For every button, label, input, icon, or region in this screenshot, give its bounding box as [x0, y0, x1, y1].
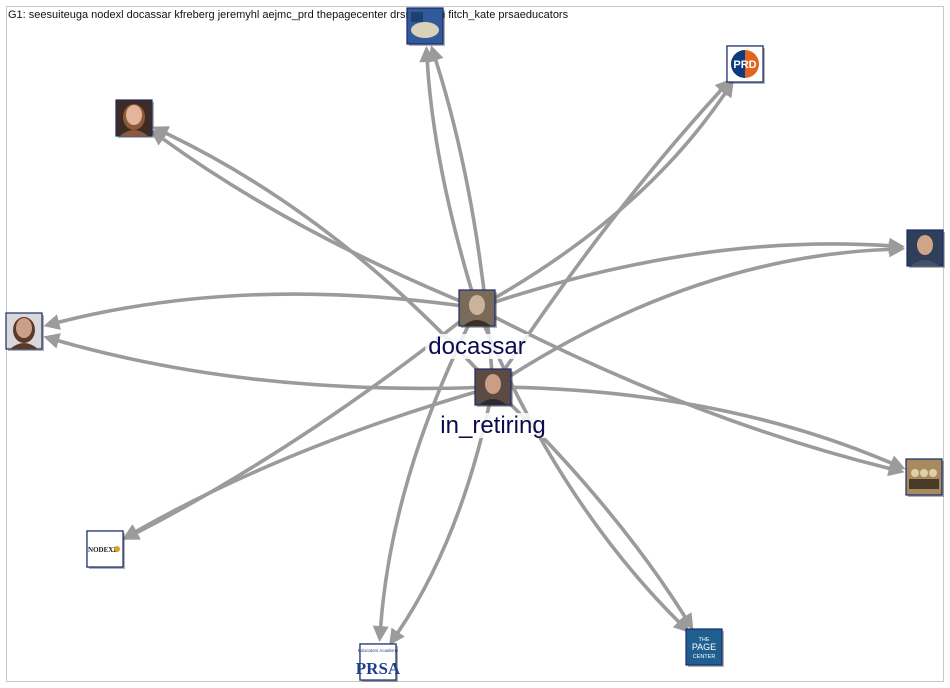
node-nodexl[interactable]: NODEXL: [86, 530, 125, 569]
edge-line: [134, 385, 495, 534]
node-label-background: [425, 334, 529, 359]
node-label-background: [437, 413, 549, 438]
arrowhead-icon: [43, 333, 61, 349]
nodes: docassar in_retiring PRD NODEXL Educators Ac…: [5, 7, 945, 682]
node-label: docassar: [428, 333, 525, 360]
edge-docassar-drsmadden: [475, 306, 905, 477]
logo-text: PRSA: [356, 659, 401, 678]
arrowhead-icon: [389, 627, 405, 646]
node-label: in_retiring: [440, 412, 545, 439]
arrowhead-icon: [888, 241, 906, 258]
edge-in_retiring-nodexl: [122, 385, 495, 540]
arrowhead-icon: [678, 612, 694, 631]
edge-line: [161, 137, 479, 310]
node-docassar[interactable]: docassar: [425, 289, 529, 360]
edge-line: [57, 292, 479, 324]
logo-subtext: Educators Academy: [358, 648, 399, 653]
edge-docassar-kfreberg: [150, 129, 479, 310]
arrowhead-icon: [887, 455, 906, 471]
edge-line: [475, 242, 891, 310]
edge-line: [56, 339, 495, 391]
edge-docassar-seesuiteuga: [419, 45, 479, 310]
node-fitch_kate[interactable]: [5, 312, 44, 351]
edge-in_retiring-jeremyhl: [491, 241, 906, 389]
arrowhead-icon: [43, 314, 61, 330]
edge-in_retiring-drsmadden: [491, 385, 906, 471]
arrowhead-icon: [714, 78, 732, 96]
edge-in_retiring-fitch_kate: [43, 333, 495, 391]
edge-docassar-aejmc_prd: [475, 80, 734, 310]
edge-docassar-jeremyhl: [475, 237, 906, 310]
edge-docassar-fitch_kate: [43, 292, 479, 330]
arrowhead-icon: [122, 524, 141, 540]
node-jeremyhl[interactable]: [906, 229, 945, 268]
arrowhead-icon: [152, 126, 170, 141]
edge-line: [425, 60, 479, 310]
logo-text: PRD: [733, 59, 756, 71]
arrowhead-icon: [428, 45, 444, 63]
node-kfreberg[interactable]: [115, 99, 154, 138]
node-drsmadden[interactable]: [905, 458, 944, 497]
logo-text: NODEXL: [88, 546, 118, 554]
node-seesuiteuga[interactable]: [406, 7, 445, 46]
edge-line: [491, 385, 893, 465]
edge-in_retiring-aejmc_prd: [491, 78, 732, 389]
edge-docassar-nodexl: [122, 306, 479, 540]
arrowhead-icon: [372, 625, 389, 643]
node-aejmc_prd[interactable]: PRD: [726, 45, 765, 84]
node-in_retiring[interactable]: in_retiring: [437, 368, 549, 439]
edge-line: [491, 247, 891, 389]
